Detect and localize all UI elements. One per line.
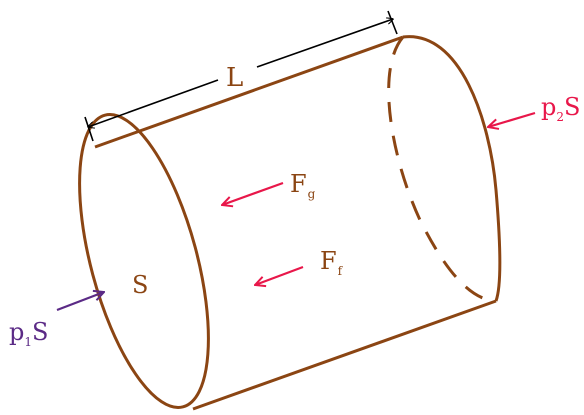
p2s-force-label: p2S xyxy=(541,93,580,124)
dimension-tick-right xyxy=(387,10,398,35)
gravity-force-subscript: g xyxy=(308,187,316,201)
gravity-force-label: Fg xyxy=(290,170,316,201)
p2s-subscript: 2 xyxy=(556,110,564,124)
friction-force-arrow xyxy=(255,265,304,285)
friction-force-subscript: f xyxy=(338,264,344,278)
area-label: S xyxy=(132,271,148,299)
p1s-S: S xyxy=(32,318,48,346)
p2s-p: p xyxy=(541,93,556,121)
gravity-force-base: F xyxy=(290,170,307,198)
dimension-line-left xyxy=(88,79,219,127)
p2s-S: S xyxy=(564,93,580,121)
friction-force-label: Ff xyxy=(320,247,344,278)
cylinder-top-edge xyxy=(94,35,404,149)
cylinder xyxy=(78,35,502,411)
length-dimension xyxy=(84,10,398,142)
gravity-force-arrow xyxy=(222,181,284,205)
p1s-force-label: p1S xyxy=(9,318,48,349)
dimension-tick-left xyxy=(84,116,94,142)
friction-force-base: F xyxy=(320,247,337,275)
p1s-p: p xyxy=(9,318,24,346)
cylinder-left-face xyxy=(78,113,210,409)
length-label: L xyxy=(226,63,243,93)
cylinder-bottom-edge xyxy=(192,299,497,411)
p2s-force-arrow xyxy=(488,111,536,127)
cylinder-right-face-hidden xyxy=(387,36,497,303)
p1s-subscript: 1 xyxy=(24,335,32,349)
cylinder-right-face-visible xyxy=(402,35,502,302)
dimension-line-right xyxy=(256,19,393,68)
p1s-force-arrow xyxy=(56,292,104,312)
